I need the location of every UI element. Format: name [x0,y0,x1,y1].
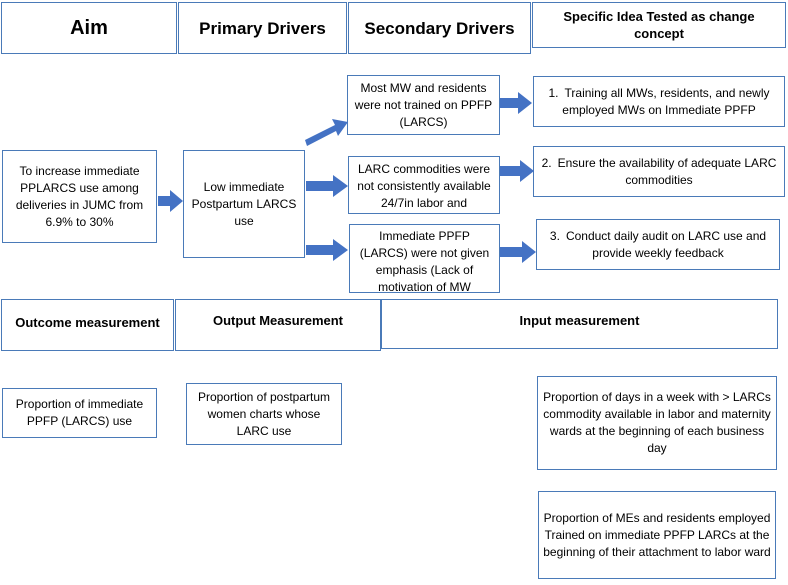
outcome-measure-box: Proportion of immediate PPFP (LARCS) use [2,388,157,438]
arrow-secondary-3-to-idea-3 [500,241,536,263]
idea-3-text: Conduct daily audit on LARC use and prov… [565,228,767,260]
primary-driver-box: Low immediate Postpartum LARCS use [183,150,305,258]
arrow-primary-to-secondary-1 [305,119,348,146]
idea-3: 3. Conduct daily audit on LARC use and pr… [536,219,780,270]
arrow-primary-to-secondary-2 [306,175,348,197]
header-outcome-measurement: Outcome measurement [1,299,174,351]
header-input-measurement: Input measurement [381,299,778,349]
idea-1: 1.Training all MWs, residents, and newly… [533,76,785,127]
header-aim: Aim [1,2,177,54]
header-specific-ideas: Specific Idea Tested as change concept [532,2,786,48]
idea-2-text: Ensure the availability of adequate LARC… [557,155,777,187]
header-output-measurement: Output Measurement [175,299,381,351]
idea-1-number: 1. [548,85,559,100]
secondary-driver-1: Most MW and residents were not trained o… [347,75,500,135]
idea-1-text: Training all MWs, residents, and newly e… [562,85,770,117]
arrow-primary-to-secondary-3 [306,239,348,261]
idea-2: 2. Ensure the availability of adequate LA… [533,146,785,197]
arrow-aim-to-primary [158,190,183,212]
header-secondary-drivers: Secondary Drivers [348,2,531,54]
secondary-driver-2: LARC commodities were not consistently a… [348,156,500,214]
idea-3-number: 3. [549,228,560,243]
idea-2-number: 2. [541,155,552,170]
aim-box: To increase immediate PPLARCS use among … [2,150,157,243]
header-primary-drivers: Primary Drivers [178,2,347,54]
input-measure-box-1: Proportion of days in a week with > LARC… [537,376,777,470]
arrow-secondary-1-to-idea-1 [500,92,532,114]
output-measure-box: Proportion of postpartum women charts wh… [186,383,342,445]
arrow-secondary-2-to-idea-2 [500,160,534,182]
input-measure-box-2: Proportion of MEs and residents employed… [538,491,776,579]
secondary-driver-3: Immediate PPFP (LARCS) were not given em… [349,224,500,293]
